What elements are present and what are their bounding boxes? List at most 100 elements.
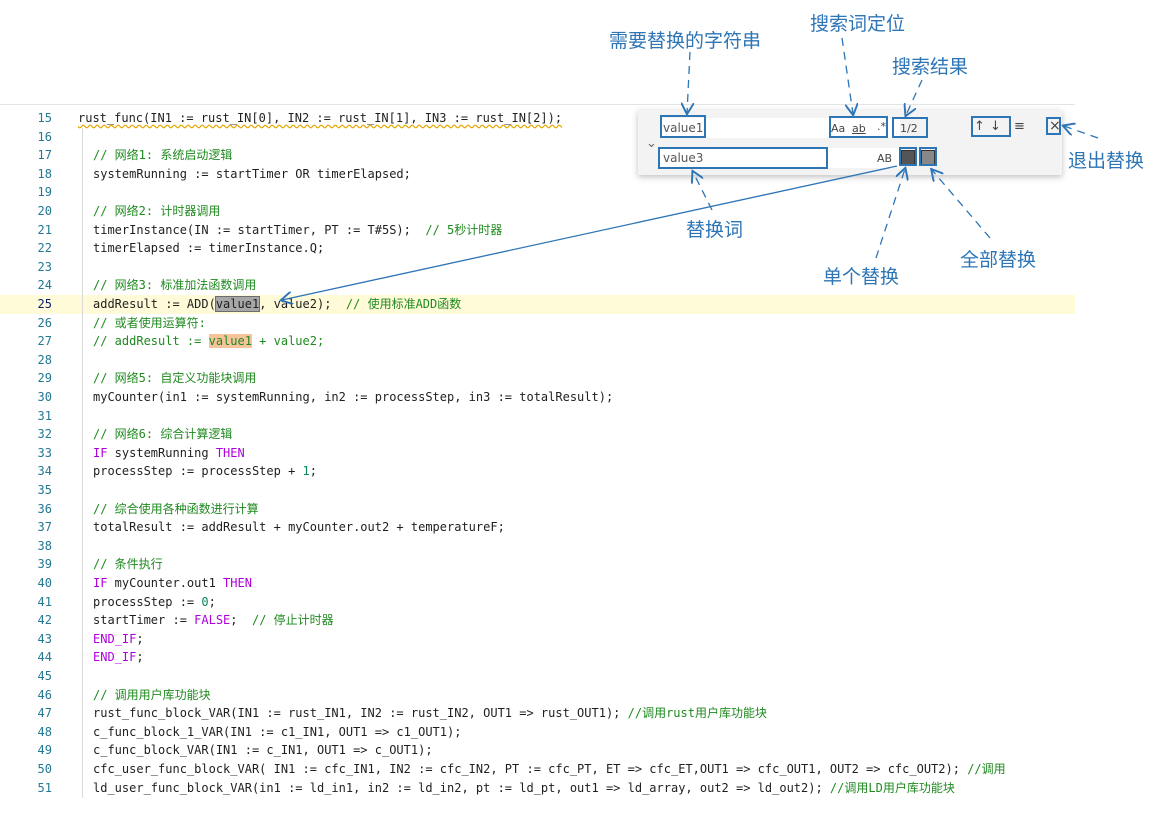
next-match-button[interactable]: ↓ bbox=[990, 119, 1001, 134]
indent-guide bbox=[82, 518, 83, 538]
annotation-replace-one: 单个替换 bbox=[823, 266, 900, 288]
code-line[interactable]: 38 bbox=[0, 536, 1075, 556]
code-line[interactable]: 39// 条件执行 bbox=[0, 555, 1075, 575]
indent-guide bbox=[82, 425, 83, 445]
code-line[interactable]: 35 bbox=[0, 481, 1075, 500]
code-line[interactable]: 46// 调用用户库功能块 bbox=[0, 685, 1075, 705]
indent-guide bbox=[82, 499, 83, 519]
line-number: 17 bbox=[37, 148, 52, 163]
code-text: END_IF; bbox=[93, 648, 144, 667]
code-text: IF myCounter.out1 THEN bbox=[93, 574, 252, 593]
search-input-highlight bbox=[660, 115, 706, 138]
code-text: processStep := 0; bbox=[93, 593, 216, 612]
code-token: END_IF bbox=[93, 650, 137, 665]
indent-guide bbox=[82, 202, 83, 221]
indent-guide bbox=[82, 313, 83, 333]
match-case-toggle[interactable]: Aa bbox=[831, 122, 846, 135]
code-text: totalResult := addResult + myCounter.out… bbox=[93, 518, 505, 537]
code-text: IF systemRunning THEN bbox=[93, 444, 245, 463]
code-line[interactable]: 28 bbox=[0, 350, 1075, 370]
indent-guide bbox=[82, 685, 83, 705]
code-token: systemRunning := startTimer OR timerElap… bbox=[93, 166, 411, 181]
code-line[interactable]: 19 bbox=[0, 183, 1075, 203]
code-line[interactable]: 20// 网络2: 计时器调用 bbox=[0, 202, 1075, 221]
code-line[interactable]: 31 bbox=[0, 406, 1075, 426]
code-line[interactable]: 24// 网络3: 标准加法函数调用 bbox=[0, 276, 1075, 296]
whole-word-toggle[interactable]: ab bbox=[852, 122, 866, 135]
code-token: THEN bbox=[223, 576, 252, 590]
line-number: 37 bbox=[37, 520, 52, 535]
code-token: 0 bbox=[201, 594, 209, 609]
code-line[interactable]: 17// 网络1: 系统启动逻辑 bbox=[0, 146, 1075, 166]
code-line[interactable]: 26// 或者使用运算符: bbox=[0, 313, 1075, 333]
code-token: + value2; bbox=[251, 334, 325, 349]
close-icon[interactable]: × bbox=[1049, 118, 1061, 134]
line-number: 21 bbox=[37, 222, 52, 237]
prev-match-button[interactable]: ↑ bbox=[974, 119, 985, 134]
code-line[interactable]: 16 bbox=[0, 127, 1075, 147]
line-number: 16 bbox=[37, 129, 52, 144]
code-token: // 5秒计时器 bbox=[425, 222, 503, 237]
code-line[interactable]: 37 totalResult := addResult + myCounter.o… bbox=[0, 518, 1075, 538]
indent-guide bbox=[82, 183, 83, 203]
code-line[interactable]: 27// addResult := value1 + value2; bbox=[0, 332, 1075, 352]
code-token: 1 bbox=[302, 464, 310, 479]
code-token: cfc_user_func_block_VAR( IN1 := cfc_IN1,… bbox=[93, 762, 968, 776]
line-number: 20 bbox=[37, 204, 52, 218]
regex-toggle[interactable]: .* bbox=[877, 120, 886, 133]
search-result-count: 1/2 bbox=[900, 122, 918, 135]
annotation-result: 搜索结果 bbox=[892, 56, 969, 78]
search-input[interactable]: value1 bbox=[660, 118, 900, 138]
line-number: 28 bbox=[37, 352, 52, 367]
code-line[interactable]: 36// 综合使用各种函数进行计算 bbox=[0, 499, 1075, 519]
code-token: ; bbox=[136, 650, 144, 665]
code-token: c_func_block_1_VAR(IN1 := c1_IN1, OUT1 =… bbox=[93, 724, 462, 739]
line-number: 39 bbox=[37, 557, 52, 572]
indent-guide bbox=[82, 462, 83, 482]
indent-guide bbox=[82, 146, 83, 166]
code-text: systemRunning := startTimer OR timerElap… bbox=[93, 165, 411, 184]
replace-input[interactable]: value3 bbox=[660, 148, 900, 168]
code-text: timerElapsed := timerInstance.Q; bbox=[93, 239, 324, 258]
find-in-selection-icon[interactable]: ≡ bbox=[1014, 119, 1025, 134]
code-line[interactable]: 45 bbox=[0, 667, 1075, 686]
code-line[interactable]: 32// 网络6: 综合计算逻辑 bbox=[0, 425, 1075, 445]
code-token: systemRunning bbox=[107, 445, 216, 460]
indent-guide bbox=[82, 536, 83, 556]
code-line[interactable]: 29// 网络5: 自定义功能块调用 bbox=[0, 369, 1075, 389]
line-number: 42 bbox=[37, 613, 52, 628]
code-text: // addResult := value1 + value2; bbox=[93, 332, 324, 351]
line-number: 51 bbox=[37, 780, 52, 795]
code-text: // 或者使用运算符: bbox=[93, 314, 206, 333]
line-number: 22 bbox=[37, 241, 52, 256]
code-line[interactable]: 22 timerElapsed := timerInstance.Q; bbox=[0, 239, 1075, 259]
code-line[interactable]: 50 cfc_user_func_block_VAR( IN1 := cfc_IN… bbox=[0, 760, 1075, 779]
toggle-replace-icon[interactable]: ⌄ bbox=[646, 136, 657, 151]
code-token: startTimer := bbox=[93, 613, 195, 628]
find-replace-widget: ⌄ value1 Aa ab .* 1/2 ↑ ↓ ≡ × value3 AB bbox=[638, 110, 1062, 175]
code-text: // 调用用户库功能块 bbox=[93, 686, 211, 705]
code-token: myCounter(in1 := systemRunning, in2 := p… bbox=[93, 390, 614, 404]
line-number: 35 bbox=[37, 483, 52, 497]
line-number: 31 bbox=[37, 408, 52, 423]
code-token: processStep := bbox=[93, 594, 202, 609]
line-number: 50 bbox=[37, 762, 52, 776]
preserve-case-toggle[interactable]: AB bbox=[877, 152, 893, 165]
code-line[interactable]: 23 bbox=[0, 257, 1075, 277]
